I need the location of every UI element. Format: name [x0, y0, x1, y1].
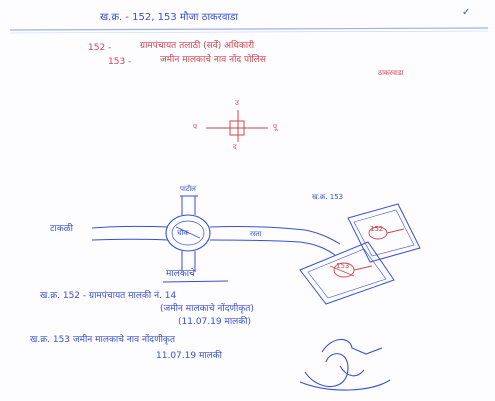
plot-lower-mark: [329, 262, 373, 278]
entry-2-number: 153 -: [108, 57, 132, 67]
plot-upper-mark: [368, 226, 405, 240]
entry-1-description: ग्रामपंचायत तलाठी (सर्वे) अधिकारी: [140, 41, 255, 51]
plot-lower-number: 153: [336, 262, 350, 270]
road-label: रस्ता: [250, 230, 262, 238]
plot-upper-number: 152: [370, 225, 384, 233]
compass-north: उ: [235, 99, 239, 107]
signature-icon: [299, 338, 391, 391]
junction-label: चौक: [177, 229, 189, 237]
entry-2-continued: ठाकरवाडा: [378, 69, 404, 77]
sketch-top-label: पाटील: [180, 185, 196, 193]
plot-lower: [299, 241, 395, 305]
page-title: ख.क्र. - 152, 153 मौजा ठाकरवाडा: [100, 12, 238, 23]
sketch-left-label: टाकळी: [50, 224, 73, 234]
checkmark-icon: ✓: [462, 7, 471, 18]
note-1-line-a: ख.क्र. 152 - ग्रामपंचायत मालकी नं. 14: [40, 291, 177, 301]
compass-east: पू: [273, 123, 277, 131]
note-1-line-c: (11.07.19 मालकी): [178, 317, 252, 327]
road-down: [181, 251, 196, 272]
compass-west: प: [193, 123, 197, 131]
compass-south: द: [233, 143, 237, 151]
note-2-line-a: ख.क्र. 153 जमीन मालकाचे नाव नोंदणीकृत: [30, 335, 175, 345]
note-1-line-b: (जमीन मालकाचे नोंदणीकृत): [160, 304, 254, 314]
label-underline: [162, 280, 229, 283]
road-up: [180, 195, 198, 215]
road-right: [209, 225, 341, 256]
sketch-below-label: मालकाचे: [166, 269, 195, 279]
plot-upper: [347, 203, 421, 263]
note-2-line-b: 11.07.19 मालकी: [156, 351, 222, 361]
junction-circle: [165, 214, 211, 252]
compass-icon: [206, 110, 268, 142]
plot-upper-heading: ख.क्र. 153: [312, 193, 344, 201]
header-rule-line: [9, 27, 489, 31]
entry-2-description: जमीन मालकाचे नाव नोंद पोलिस: [160, 55, 266, 65]
entry-1-number: 152 -: [88, 43, 112, 53]
road-left: [91, 225, 169, 241]
